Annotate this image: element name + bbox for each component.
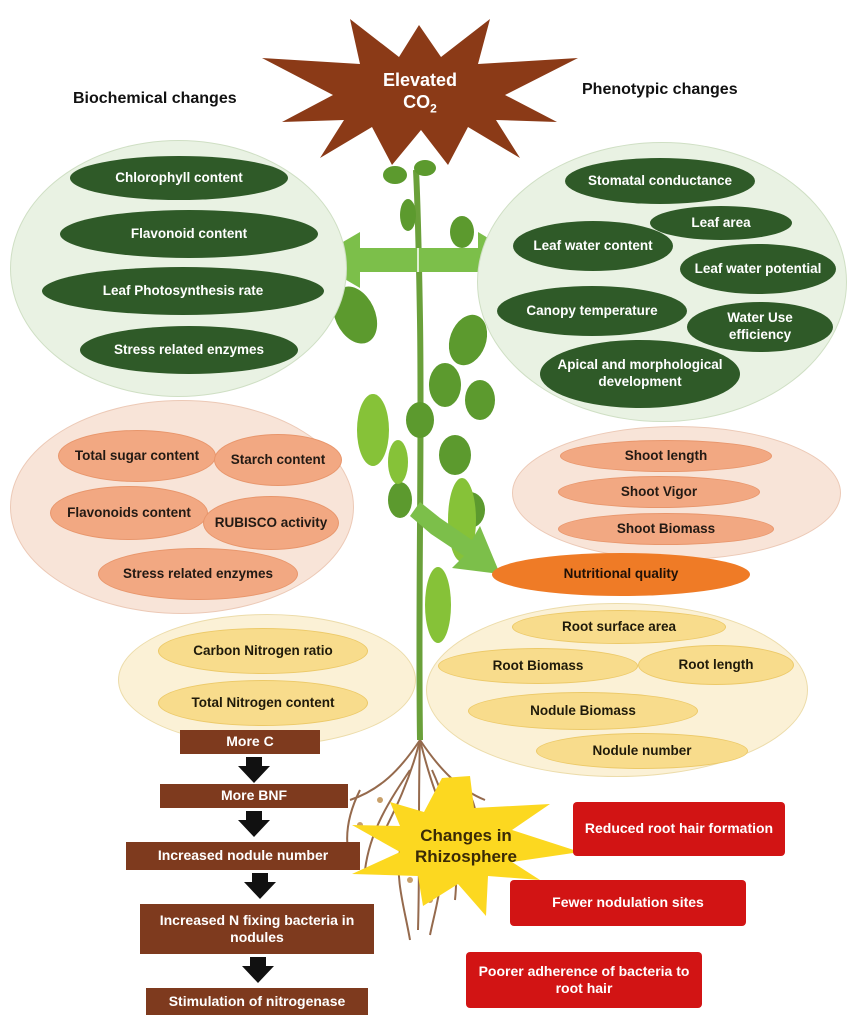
leaf-water-potential-pill: Leaf water potential [680,244,836,294]
chlorophyll-content-pill: Chlorophyll content [70,156,288,200]
total-nitrogen-pill: Total Nitrogen content [158,680,368,726]
chain-nodule-number: Increased nodule number [126,842,360,870]
chain-more-c: More C [180,730,320,754]
leaf-photosynthesis-pill: Leaf Photosynthesis rate [42,267,324,315]
apical-development-pill: Apical and morphological development [540,340,740,408]
shoot-length-pill: Shoot length [560,440,772,472]
co2-burst-shape [262,19,578,165]
total-sugar-pill: Total sugar content [58,430,216,482]
co2-text: CO [403,91,431,112]
heading-phenotypic: Phenotypic changes [582,81,738,98]
co2-subscript: 2 [430,101,437,116]
carbon-nitrogen-ratio-pill: Carbon Nitrogen ratio [158,628,368,674]
diagonal-arrow-shape [410,502,500,574]
root-biomass-pill: Root Biomass [438,648,638,684]
rubisco-activity-pill: RUBISCO activity [203,496,339,550]
rhizosphere-line1: Changes in [420,825,512,845]
stomatal-conductance-pill: Stomatal conductance [565,158,755,204]
shoot-biomass-pill: Shoot Biomass [558,513,774,545]
shoot-vigor-pill: Shoot Vigor [558,476,760,508]
root-surface-area-pill: Root surface area [512,610,726,644]
canopy-temperature-pill: Canopy temperature [497,286,687,336]
chain-nitrogenase: Stimulation of nitrogenase [146,988,368,1015]
elevated-co2-label: Elevated CO2 [350,58,490,128]
leaf-area-pill: Leaf area [650,206,792,240]
flavonoids-content-pill: Flavonoids content [50,486,208,540]
chain-n-fixing-bacteria: Increased N fixing bacteria in nodules [140,904,374,954]
rhizosphere-burst-shape [352,776,580,916]
effect-bacteria-adherence-box: Poorer adherence of bacteria to root hai… [466,952,702,1008]
rhizosphere-label: Changes in Rhizosphere [400,818,532,874]
effect-nodulation-sites-box: Fewer nodulation sites [510,880,746,926]
heading-biochemical: Biochemical changes [73,90,237,107]
nutritional-quality-pill: Nutritional quality [492,553,750,596]
effect-root-hair-box: Reduced root hair formation [573,802,785,856]
nodule-number-pill: Nodule number [536,733,748,769]
leaves [332,160,495,528]
stress-enzymes-pill: Stress related enzymes [80,326,298,374]
rhizosphere-line2: Rhizosphere [414,847,518,866]
elevated-co2-line1: Elevated [382,70,458,91]
starch-content-pill: Starch content [214,434,342,486]
root-length-pill: Root length [638,645,794,685]
chain-arrows [238,757,276,983]
flavonoid-content-pill: Flavonoid content [60,210,318,258]
leaf-water-content-pill: Leaf water content [513,221,673,271]
stress-enzymes-2-pill: Stress related enzymes [98,548,298,600]
elevated-co2-line2: CO2 [403,92,437,116]
chain-more-bnf: More BNF [160,784,348,808]
water-use-efficiency-pill: Water Use efficiency [687,302,833,352]
nodule-biomass-pill: Nodule Biomass [468,692,698,730]
